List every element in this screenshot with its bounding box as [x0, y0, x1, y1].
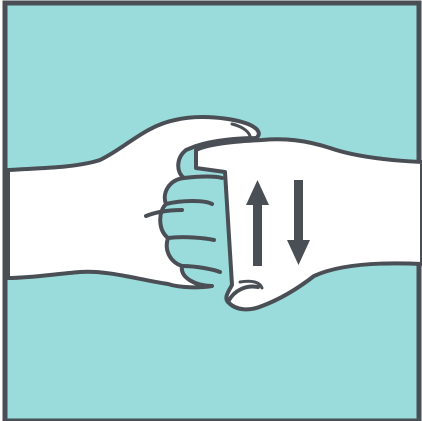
handshake-illustration — [0, 0, 422, 421]
illustration-frame — [0, 0, 422, 421]
